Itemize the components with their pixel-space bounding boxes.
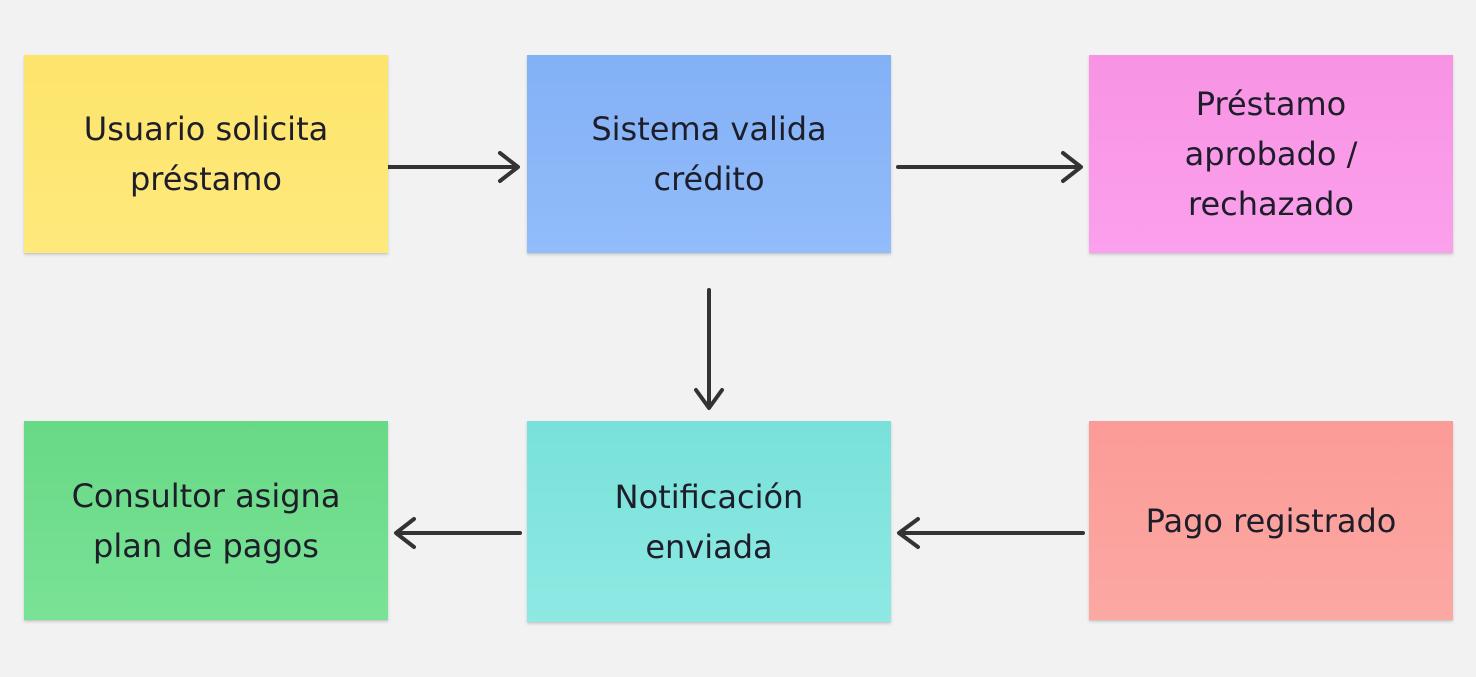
note-label: Sistema valida crédito [591, 110, 827, 198]
note-label: Notificación enviada [614, 477, 804, 566]
sticky-note-sistema-valida[interactable]: Sistema valida crédito [527, 55, 891, 253]
connector-n1-n2[interactable] [370, 151, 520, 183]
connector-n6-n5[interactable] [897, 517, 1085, 549]
sticky-note-consultor-asigna[interactable]: Consultor asigna plan de pagos [24, 421, 388, 620]
sticky-note-notificacion-enviada[interactable]: Notificación enviada [527, 421, 891, 622]
note-label: Consultor asigna plan de pagos [71, 476, 341, 565]
connector-n5-n4[interactable] [394, 517, 522, 549]
connector-n2-n5[interactable] [694, 288, 724, 410]
sticky-note-prestamo-aprobado[interactable]: Préstamo aprobado / rechazado [1089, 55, 1453, 253]
connector-n2-n3[interactable] [896, 151, 1083, 183]
note-label: Usuario solicita préstamo [83, 110, 329, 198]
sticky-note-usuario-solicita[interactable]: Usuario solicita préstamo [24, 55, 388, 253]
note-label: Préstamo aprobado / rechazado [1184, 85, 1358, 223]
note-label: Pago registrado [1145, 501, 1397, 540]
sticky-note-pago-registrado[interactable]: Pago registrado [1089, 421, 1453, 620]
